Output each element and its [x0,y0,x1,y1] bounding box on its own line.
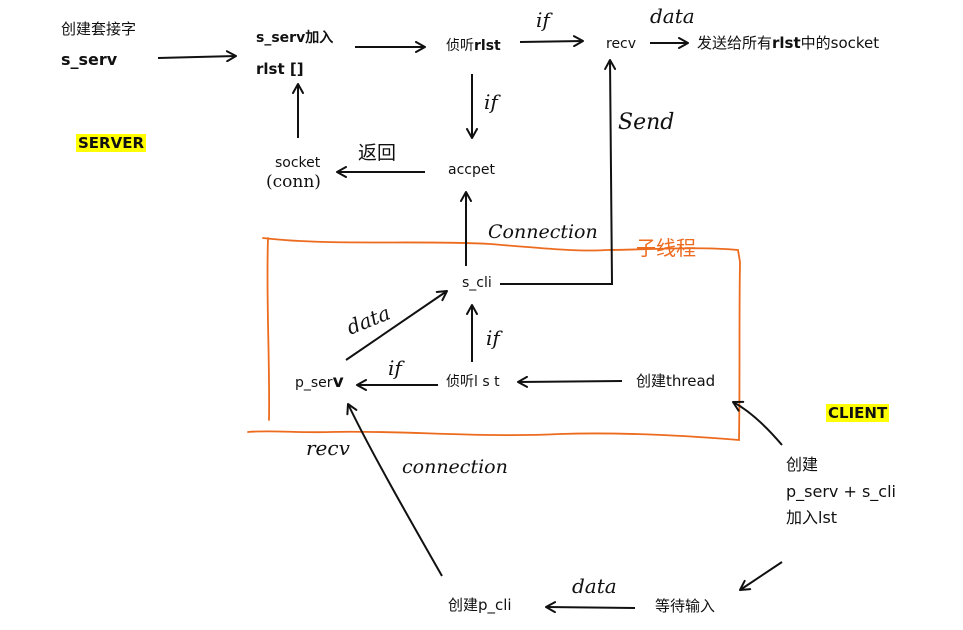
label-create-line2: p_serv + s_cli [786,482,896,501]
label-recv: recv [606,36,637,52]
label-listen-lst: 侦听l s t [446,374,500,390]
label-listen-rlst: 侦听rlst [446,38,501,54]
label-s-serv: s_serv [61,50,118,69]
label-create-socket: 创建套接字 [61,20,137,38]
label-s-serv-add: s_serv加入 [256,30,334,46]
annot-recv: recv [306,436,350,460]
arrow-wait-to-pcli [545,601,636,614]
label-create-thread: 创建thread [636,372,716,390]
arrow-create-to-thread [732,400,783,446]
label-rlst: rlst [] [256,60,304,78]
annot-if-cli: if [486,326,500,350]
annot-if-down: if [484,90,498,114]
annot-send: Send [618,110,675,135]
arrow-create-to-wait [739,561,783,591]
label-conn: (conn) [266,172,321,192]
arrow-listen-to-recv [519,35,584,48]
thread-box-outline [247,237,741,441]
label-server-title: SERVER [76,134,147,152]
annot-if-top: if [536,8,550,32]
arrow-thread-to-listen [517,375,623,388]
annot-if-left: if [388,356,402,380]
annot-connection-bottom: connection [402,456,508,478]
arrow-pserv-to-scli [345,290,448,361]
label-s-cli: s_cli [462,275,492,291]
arrow-scli-send-to-recv [500,59,617,285]
label-create-line1: 创建 [786,455,819,474]
annot-data-bottom: data [572,574,617,598]
arrow-pcli-to-pserv [346,403,443,577]
label-wait-input: 等待输入 [655,597,716,615]
label-create-line3: 加入lst [786,508,838,527]
label-client-title: CLIENT [826,404,890,422]
label-send-to-all: 发送给所有rlst中的socket [697,34,880,52]
annot-thread: 子线程 [636,236,696,260]
label-socket: socket [275,155,321,171]
label-p-serv: p_serv [295,372,344,392]
label-accept: accpet [448,162,495,178]
annot-connection-top: Connection [488,221,598,243]
arrow-create-to-add [157,50,237,63]
label-create-p-cli: 创建p_cli [448,596,512,614]
annot-data-top: data [650,4,695,28]
annot-return: 返回 [358,142,397,164]
